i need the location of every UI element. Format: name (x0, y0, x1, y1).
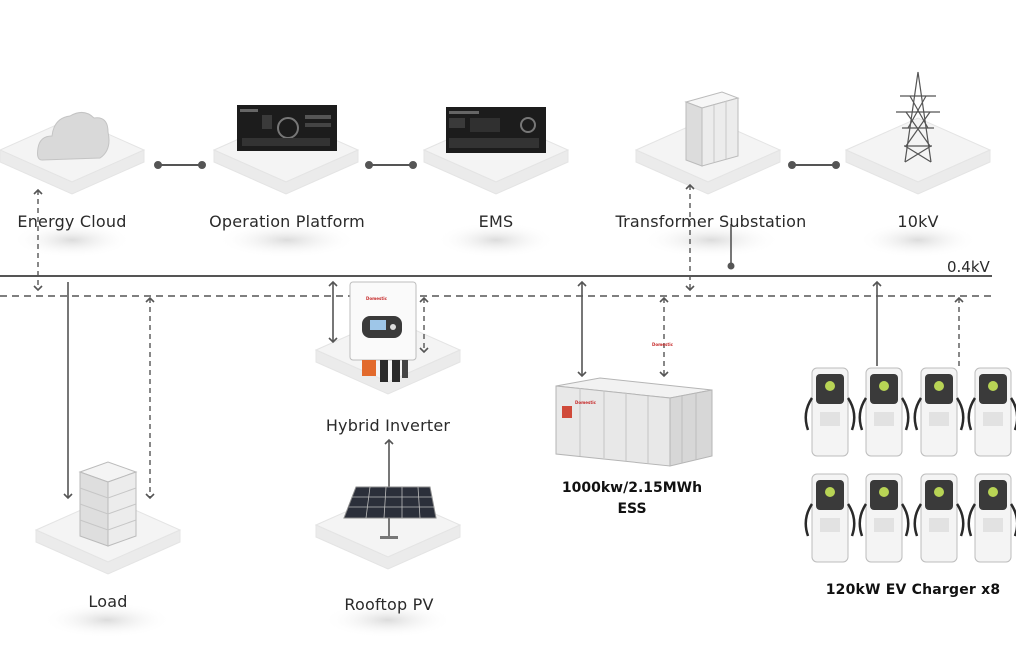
hybrid-inverter-icon: Domestic (349, 281, 417, 382)
ev-charger-icon (804, 473, 856, 563)
inverter-brand-text: Domestic (366, 296, 388, 301)
ev-charger-icon (967, 473, 1016, 563)
operation-platform-monitor-icon (237, 105, 337, 151)
ess-name-label: ESS (617, 501, 647, 517)
ess-container-icon: Domestic Domestic (555, 342, 713, 467)
ev-charger-label: 120kW EV Charger x8 (825, 582, 1001, 598)
energy-cloud-label: Energy Cloud (17, 212, 127, 231)
solar-panel-icon (343, 486, 437, 539)
ev-charger-icon (858, 367, 910, 457)
top-connectors (154, 161, 840, 169)
ev-charger-icon (967, 367, 1016, 457)
ess-brand-tag: Domestic (652, 342, 674, 347)
label-shadows (12, 222, 978, 638)
cloud-icon (37, 112, 110, 161)
rooftop-pv-label: Rooftop PV (344, 595, 434, 614)
load-label: Load (88, 592, 128, 611)
grid-10kv-label: 10kV (897, 212, 939, 231)
ev-charger-icon (804, 367, 856, 457)
ev-charger-icon (858, 473, 910, 563)
server-rack-icon (78, 461, 138, 547)
ev-charger-grid (804, 367, 1016, 563)
ev-charger-icon (913, 473, 965, 563)
ess-label: 1000kw/2.15MWh ESS (562, 478, 702, 520)
bus-voltage-label: 0.4kV (947, 258, 990, 276)
ess-rating-label: 1000kw/2.15MWh (561, 480, 703, 496)
operation-platform-label: Operation Platform (209, 212, 365, 231)
ev-charger-icon (913, 367, 965, 457)
ac-bus (0, 275, 992, 297)
transformer-substation-label: Transformer Substation (615, 212, 807, 231)
ems-label: EMS (478, 212, 514, 231)
transformer-bus-tap (727, 224, 735, 270)
transmission-tower-icon (896, 71, 940, 163)
hybrid-inverter-label: Hybrid Inverter (325, 416, 451, 435)
ems-monitor-icon (446, 107, 546, 153)
transformer-cabinet-icon (684, 91, 740, 167)
ess-brand-text: Domestic (575, 400, 597, 405)
